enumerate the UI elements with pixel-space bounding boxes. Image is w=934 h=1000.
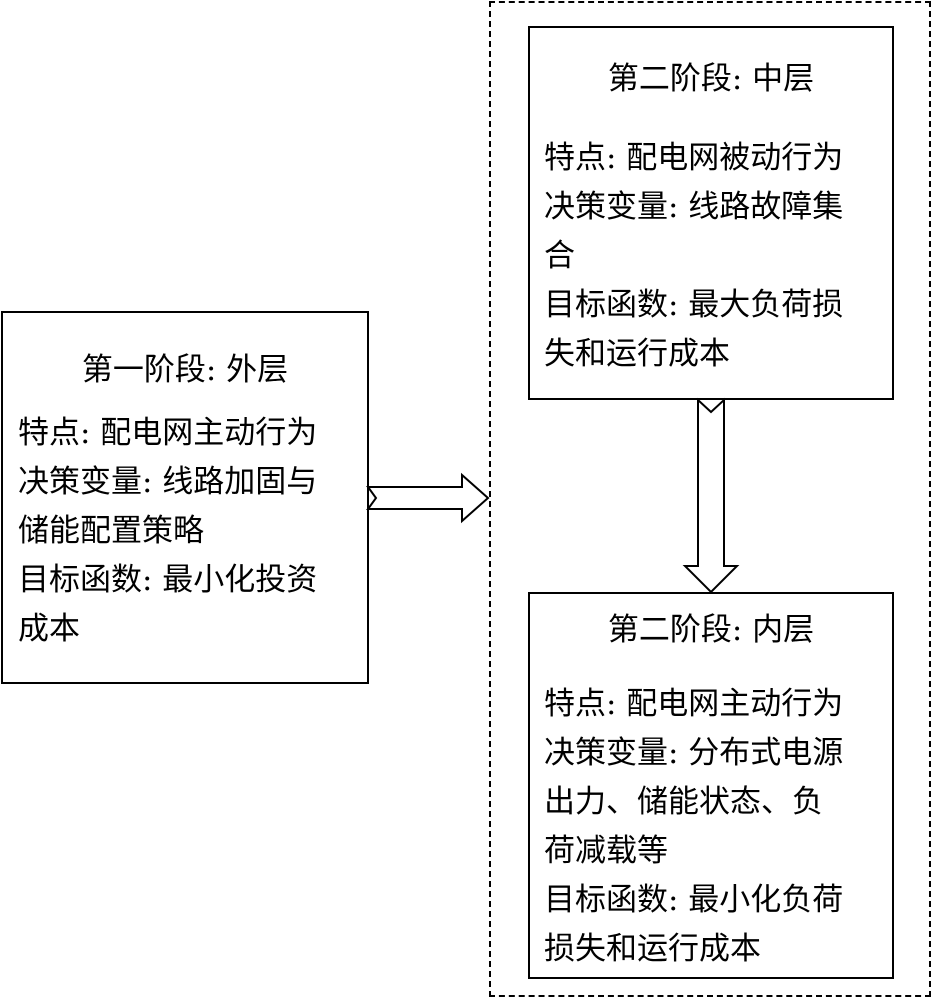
outer-stage-line-5: 成本 xyxy=(18,611,80,647)
outer-stage-line-1: 特点: 配电网主动行为 xyxy=(18,415,318,451)
inner-stage-line-1: 特点: 配电网主动行为 xyxy=(544,686,844,722)
outer-stage-line-3: 储能配置策略 xyxy=(18,513,204,549)
inner-stage-line-4: 荷减载等 xyxy=(544,833,668,869)
second-stage-dashed-frame xyxy=(489,1,931,997)
outer-stage-title: 第一阶段: 外层 xyxy=(81,352,289,388)
middle-stage-line-3: 合 xyxy=(544,238,575,274)
inner-stage-line-6: 损失和运行成本 xyxy=(544,931,761,967)
inner-stage-line-2: 决策变量: 分布式电源 xyxy=(544,735,844,771)
inner-stage-box: 第二阶段: 内层 特点: 配电网主动行为 决策变量: 分布式电源 出力、储能状态… xyxy=(528,592,894,979)
outer-stage-line-4: 目标函数: 最小化投资 xyxy=(18,562,318,598)
down-arrow-icon xyxy=(682,397,740,594)
outer-stage-box: 第一阶段: 外层 特点: 配电网主动行为 决策变量: 线路加固与 储能配置策略 … xyxy=(1,311,369,684)
middle-stage-box: 第二阶段: 中层 特点: 配电网被动行为 决策变量: 线路故障集 合 目标函数:… xyxy=(528,26,894,400)
right-arrow-icon xyxy=(366,472,490,524)
inner-stage-line-3: 出力、储能状态、负 xyxy=(544,784,823,820)
middle-stage-line-2: 决策变量: 线路故障集 xyxy=(544,189,844,225)
middle-stage-title: 第二阶段: 中层 xyxy=(607,61,815,97)
middle-stage-line-4: 目标函数: 最大负荷损 xyxy=(544,287,844,323)
outer-stage-line-2: 决策变量: 线路加固与 xyxy=(18,464,318,500)
middle-stage-line-5: 失和运行成本 xyxy=(544,336,730,372)
inner-stage-line-5: 目标函数: 最小化负荷 xyxy=(544,882,844,918)
inner-stage-title: 第二阶段: 内层 xyxy=(607,612,815,648)
middle-stage-line-1: 特点: 配电网被动行为 xyxy=(544,140,844,176)
